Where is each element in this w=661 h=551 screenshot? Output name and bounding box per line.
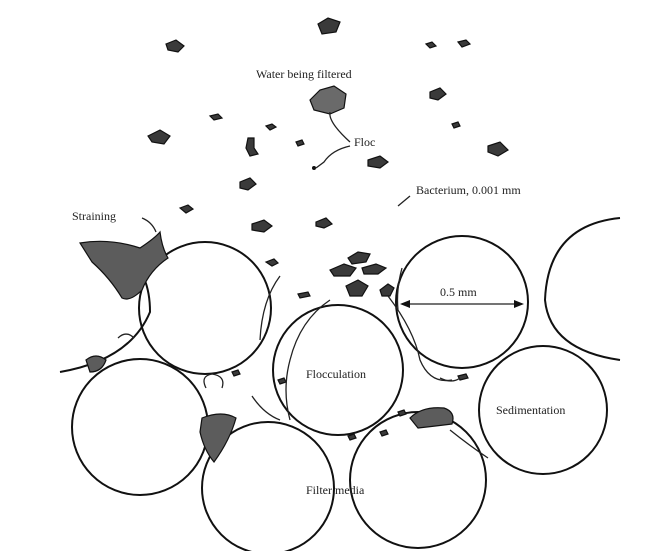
sedimentation-label: Sedimentation — [496, 403, 565, 417]
floc-particle — [315, 217, 334, 229]
leader-lines — [141, 111, 524, 308]
floc-particle — [239, 177, 257, 191]
floc-particle — [367, 155, 389, 169]
grain-upper-right — [395, 235, 529, 369]
floc-particle — [456, 39, 472, 48]
flow-line — [251, 395, 281, 421]
floc-particle — [277, 377, 287, 385]
grain-bottom-left — [201, 421, 335, 551]
floc-particle — [317, 17, 341, 35]
floc-particle — [397, 409, 407, 417]
grain-upper-left — [138, 241, 272, 375]
straining-label: Straining — [72, 209, 116, 223]
deposit-lower-gap — [199, 413, 237, 463]
dimension-arrow-right — [514, 300, 524, 308]
flow-line — [259, 275, 281, 341]
straining-leader — [141, 217, 157, 233]
flow-lines — [117, 267, 489, 459]
flocculation-label: Flocculation — [306, 367, 366, 381]
grain-right-edge — [543, 217, 621, 361]
floc-particle — [451, 121, 461, 129]
floc-particle — [251, 219, 273, 233]
straining-deposit — [79, 230, 169, 300]
floc-leader — [315, 145, 351, 169]
floc-pointer-dot — [312, 166, 316, 170]
grain-bottom-right — [349, 411, 487, 549]
floc-label: Floc — [354, 135, 375, 149]
floc-particle — [264, 258, 280, 267]
floc-particle — [379, 429, 389, 437]
floc-leader — [329, 111, 351, 143]
floc-particle — [429, 87, 447, 101]
floc-particle — [424, 41, 438, 49]
flow-line — [117, 333, 135, 339]
floc-particle — [347, 251, 371, 265]
flow-line — [396, 267, 403, 311]
floc-particle — [231, 369, 241, 377]
floc-particle — [487, 141, 509, 157]
labels: Water being filtered Floc Bacterium, 0.0… — [72, 67, 565, 497]
flow-line — [449, 429, 489, 459]
deposit-small-left — [85, 355, 107, 373]
floc-particle — [361, 263, 388, 275]
flow-line — [203, 373, 224, 389]
dimension-arrow-left — [400, 300, 410, 308]
floc-particle — [297, 291, 311, 299]
floc-particle — [295, 139, 305, 147]
floc-particle — [165, 39, 185, 53]
flow-line — [285, 299, 331, 421]
grain-size-label: 0.5 mm — [440, 285, 477, 299]
filter-media-label: Filter media — [306, 483, 365, 497]
flow-line — [387, 295, 453, 382]
floc-particle — [329, 263, 357, 277]
floc-particle — [245, 137, 259, 157]
floc-particle — [264, 123, 278, 131]
floc-particle — [345, 279, 369, 297]
sedimentation-deposit — [409, 407, 454, 429]
grain-lower-left — [71, 358, 209, 496]
bacterium-leader — [397, 195, 411, 207]
floc-particle — [379, 283, 395, 297]
floc-particle — [347, 433, 357, 441]
floc-particle — [178, 204, 195, 214]
floc-particle — [147, 129, 171, 145]
bacterium-label: Bacterium, 0.001 mm — [416, 183, 521, 197]
floc-particle — [309, 85, 347, 115]
grain-center-flocculation — [272, 304, 404, 436]
floc-particle — [208, 113, 224, 121]
straining-deposits — [79, 230, 454, 463]
flow-line — [439, 377, 461, 382]
grain-lower-right — [478, 345, 608, 475]
water-label: Water being filtered — [256, 67, 352, 81]
